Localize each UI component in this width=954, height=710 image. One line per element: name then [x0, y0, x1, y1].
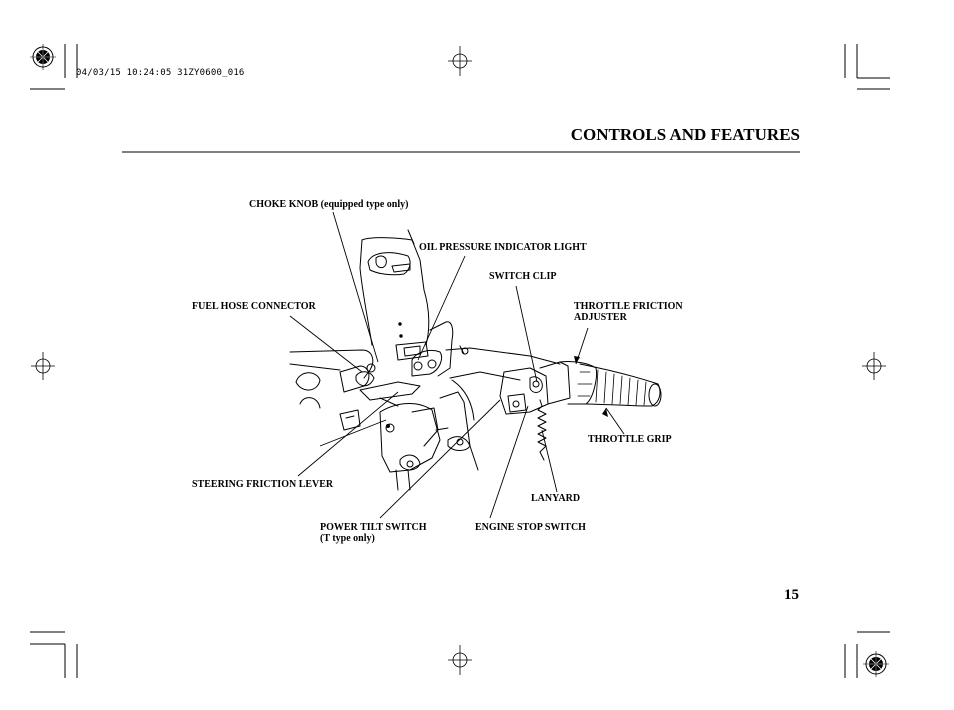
registration-target-top-left — [30, 44, 56, 70]
callout-choke-knob: CHOKE KNOB (equipped type only) — [249, 199, 409, 210]
callout-oil-pressure-indicator: OIL PRESSURE INDICATOR LIGHT — [419, 242, 587, 253]
callout-throttle-friction-line2: ADJUSTER — [574, 312, 627, 323]
callout-steering-friction-lever: STEERING FRICTION LEVER — [192, 479, 334, 490]
crop-marks-top-right — [844, 44, 890, 90]
callout-power-tilt-switch: POWER TILT SWITCH (T type only) — [320, 522, 427, 544]
crop-marks-top-left — [30, 44, 78, 90]
callout-throttle-friction-adjuster: THROTTLE FRICTION ADJUSTER — [574, 301, 683, 323]
leader-lanyard — [541, 429, 558, 493]
page-number: 15 — [784, 587, 799, 603]
center-target-right — [862, 352, 886, 380]
leader-lines — [289, 211, 625, 519]
callout-throttle-friction-line1: THROTTLE FRICTION — [574, 301, 683, 312]
leader-switch-clip — [515, 285, 538, 383]
page-title: CONTROLS AND FEATURES — [570, 125, 800, 144]
tiller-handle-illustration — [289, 229, 662, 491]
registration-target-bottom-right — [863, 651, 889, 677]
leader-fuel-hose — [289, 315, 363, 373]
leader-steering-friction-2 — [319, 419, 387, 447]
leader-throttle-grip — [605, 407, 625, 435]
callout-power-tilt-line1: POWER TILT SWITCH — [320, 522, 427, 533]
callout-switch-clip: SWITCH CLIP — [489, 271, 557, 282]
leader-engine-stop — [489, 405, 529, 519]
callout-power-tilt-line2: (T type only) — [320, 533, 375, 544]
center-target-left — [31, 352, 55, 380]
callout-throttle-grip: THROTTLE GRIP — [588, 434, 672, 445]
callout-lanyard: LANYARD — [531, 493, 581, 504]
leader-power-tilt — [379, 399, 501, 519]
callout-engine-stop-switch: ENGINE STOP SWITCH — [475, 522, 586, 533]
center-target-bottom — [448, 645, 472, 675]
callout-fuel-hose-connector: FUEL HOSE CONNECTOR — [192, 301, 316, 312]
crop-marks-bottom-left — [30, 631, 78, 678]
crop-marks-bottom-right — [844, 631, 890, 678]
leader-arrowheads — [574, 356, 608, 417]
leader-choke-knob — [332, 211, 379, 363]
leader-steering-friction-1 — [297, 391, 399, 477]
center-target-top — [448, 46, 472, 76]
leader-oil-pressure — [417, 255, 466, 361]
print-timestamp: 04/03/15 10:24:05 31ZY0600_016 — [76, 68, 245, 78]
